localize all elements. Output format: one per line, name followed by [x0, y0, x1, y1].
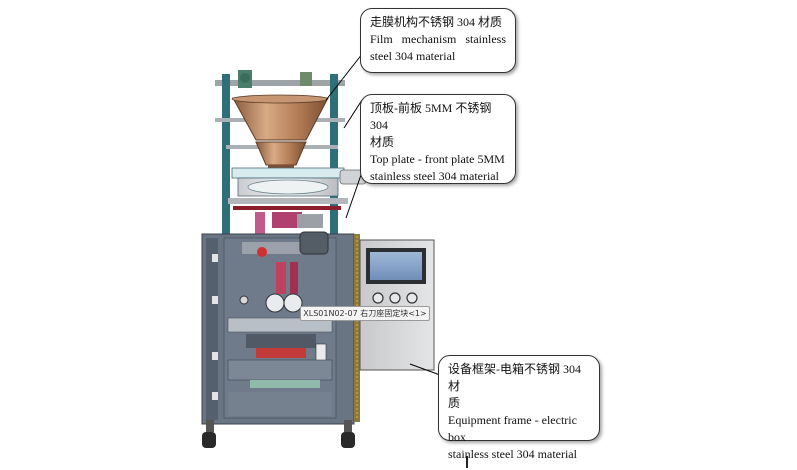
film-mechanism-label-en-2: steel 304 material [370, 49, 456, 63]
hopper [231, 94, 329, 171]
equipment-frame-callout: 设备框架-电箱不锈钢 304 材 质 Equipment frame - ele… [438, 355, 600, 461]
equipment-frame-label-zh-2: 质 [448, 396, 461, 410]
part-tooltip: XLS01N02-07 右刀座固定块<1> [300, 306, 430, 321]
top-plate-label-zh-1: 顶板-前板 5MM 不锈钢 304 [370, 101, 492, 132]
electric-box [359, 239, 435, 371]
main-cabinet [201, 231, 360, 425]
film-mechanism-label-en-1: Film mechanism stainless [370, 32, 506, 46]
equipment-frame-label-en-1: Equipment frame - electric box [448, 413, 577, 444]
top-plate-label-en-1: Top plate - front plate 5MM [370, 152, 505, 166]
top-plate-callout: 顶板-前板 5MM 不锈钢 304 材质 Top plate - front p… [360, 94, 516, 184]
film-mechanism-callout: 走膜机构不锈钢 304 材质 Film mechanism stainless … [360, 8, 516, 73]
film-mechanism-label-zh: 走膜机构不锈钢 304 材质 [370, 15, 503, 29]
measuring-cup-turntable [228, 167, 367, 236]
casters [202, 420, 468, 468]
equipment-frame-label-zh-1: 设备框架-电箱不锈钢 304 材 [448, 362, 581, 393]
top-plate-label-en-2: stainless steel 304 material [370, 169, 499, 183]
top-plate-label-zh-2: 材质 [370, 135, 395, 149]
equipment-frame-label-en-2: stainless steel 304 material [448, 447, 577, 461]
